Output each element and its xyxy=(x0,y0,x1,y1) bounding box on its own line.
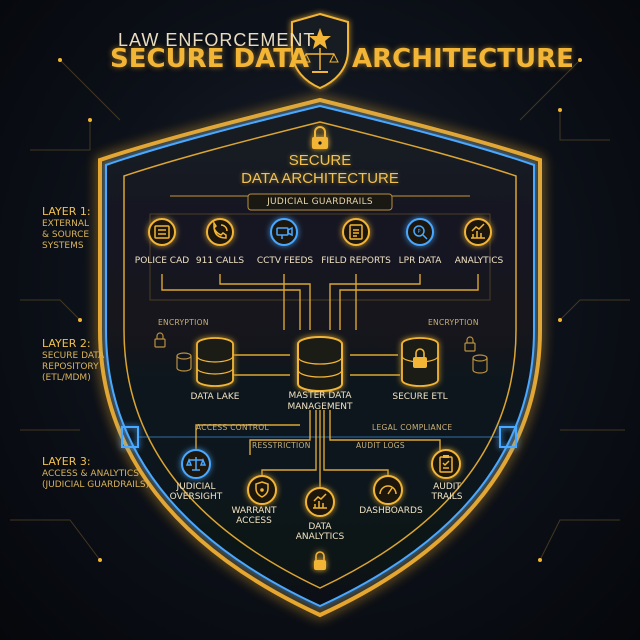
encryption-right-label: ENCRYPTION xyxy=(428,318,479,327)
layer-2-desc-2: REPOSITORY xyxy=(42,362,99,372)
secure-etl-label: SECURE ETL xyxy=(392,392,448,402)
layer-2-desc-1: SECURE DATA xyxy=(42,351,105,361)
layer-2-name: LAYER 2: xyxy=(42,337,91,350)
shield-inner-border xyxy=(123,121,517,589)
data-lake-label: DATA LAKE xyxy=(190,392,240,402)
scales-icon xyxy=(181,449,211,479)
layer-2-label: LAYER 2: SECURE DATA REPOSITORY (ETL/MDM… xyxy=(42,338,104,384)
shield-outer-glow xyxy=(98,97,542,618)
banner-label: JUDICIAL GUARDRAILS xyxy=(267,197,373,207)
source-label-cctv-feeds: CCTV FEEDS xyxy=(256,256,314,266)
access-label-audit-trails: AUDIT TRAILS xyxy=(422,482,472,502)
audit-line2: TRAILS xyxy=(431,492,463,502)
dashboards-line1: DASHBOARDS xyxy=(359,506,423,516)
source-label-field-reports: FIELD REPORTS xyxy=(321,256,391,266)
shield-title-line2: DATA ARCHITECTURE xyxy=(241,170,399,187)
judicial-guardrails-banner xyxy=(149,193,491,301)
left-lock-icon xyxy=(154,332,192,372)
right-lock-icon xyxy=(464,336,488,374)
flow-lines-bottom xyxy=(195,410,441,490)
clipboard-icon xyxy=(431,449,461,479)
source-label-analytics: ANALYTICS xyxy=(454,256,504,266)
chart-icon xyxy=(464,218,492,246)
layer-1-desc-2: & SOURCE xyxy=(42,230,90,240)
shield-title-line1: SECURE xyxy=(288,152,352,169)
circuit-traces xyxy=(10,59,630,561)
access-label-warrant-access: WARRANT ACCESS xyxy=(224,506,284,526)
source-label-911-calls: 911 CALLS xyxy=(195,256,245,266)
warrant-line1: WARRANT xyxy=(231,506,277,516)
database-secure-etl-icon xyxy=(401,337,439,387)
camera-icon xyxy=(270,218,298,246)
phone-icon xyxy=(206,218,234,246)
source-nodes: P xyxy=(148,218,492,246)
database-data-lake-icon xyxy=(196,337,234,387)
layer-1-desc-1: EXTERNAL xyxy=(42,219,90,229)
padlock-icon xyxy=(312,126,328,149)
scan-icon: P xyxy=(406,218,434,246)
bottom-lock-icon xyxy=(314,551,326,570)
analytics-line2: ANALYTICS xyxy=(295,532,345,542)
layer-3-name: LAYER 3: xyxy=(42,455,91,468)
report-icon xyxy=(342,218,370,246)
access-nodes xyxy=(181,449,461,517)
bar-chart-icon xyxy=(305,487,335,517)
mdm-label-line1: MASTER DATA xyxy=(288,391,352,401)
emblem-shield-icon xyxy=(291,12,349,90)
encryption-left-label: ENCRYPTION xyxy=(158,318,209,327)
layer-1-desc-3: SYSTEMS xyxy=(42,241,84,251)
header-subtitle: LAW ENFORCEMENT xyxy=(118,30,316,50)
gauge-icon xyxy=(373,475,403,505)
warrant-line2: ACCESS xyxy=(236,516,272,526)
analytics-line1: DATA xyxy=(308,522,332,532)
source-label-lpr-data: LPR DATA xyxy=(398,256,442,266)
access-label-dashboards: DASHBOARDS xyxy=(356,506,426,516)
restriction-label: RESSTRICTION xyxy=(252,441,311,450)
svg-text:P: P xyxy=(417,229,420,235)
layer-2-desc-3: (ETL/MDM) xyxy=(42,373,91,383)
header-title-left: SECURE DATA xyxy=(110,44,310,74)
mdm-label-line2: MANAGEMENT xyxy=(287,402,353,412)
layer-1-name: LAYER 1: xyxy=(42,205,91,218)
circuit-dots xyxy=(58,58,582,562)
layer-3-desc-2: (JUDICIAL GUARDRAILS) xyxy=(42,480,150,490)
header-title-right: ARCHITECTURE xyxy=(352,44,574,74)
access-control-label: ACCESS CONTROL xyxy=(196,423,269,432)
legal-compliance-label: LEGAL COMPLIANCE xyxy=(372,423,453,432)
audit-logs-label: AUDIT LOGS xyxy=(356,441,405,450)
shield-lock-icon xyxy=(247,475,277,505)
database-mdm-icon xyxy=(297,336,343,392)
judicial-line1: JUDICIAL xyxy=(176,482,216,492)
cad-icon xyxy=(148,218,176,246)
flow-lines-top xyxy=(161,274,479,376)
layer-3-desc-1: ACCESS & ANALYTICS xyxy=(42,469,139,479)
access-label-data-analytics: DATA ANALYTICS xyxy=(290,522,350,542)
judicial-line2: OVERSIGHT xyxy=(169,492,223,502)
layer-3-label: LAYER 3: ACCESS & ANALYTICS (JUDICIAL GU… xyxy=(42,456,149,491)
source-label-police-cad: POLICE CAD xyxy=(134,256,190,266)
audit-line1: AUDIT xyxy=(433,482,461,492)
access-label-judicial-oversight: JUDICIAL OVERSIGHT xyxy=(164,482,228,502)
layer-1-label: LAYER 1: EXTERNAL & SOURCE SYSTEMS xyxy=(42,206,91,252)
